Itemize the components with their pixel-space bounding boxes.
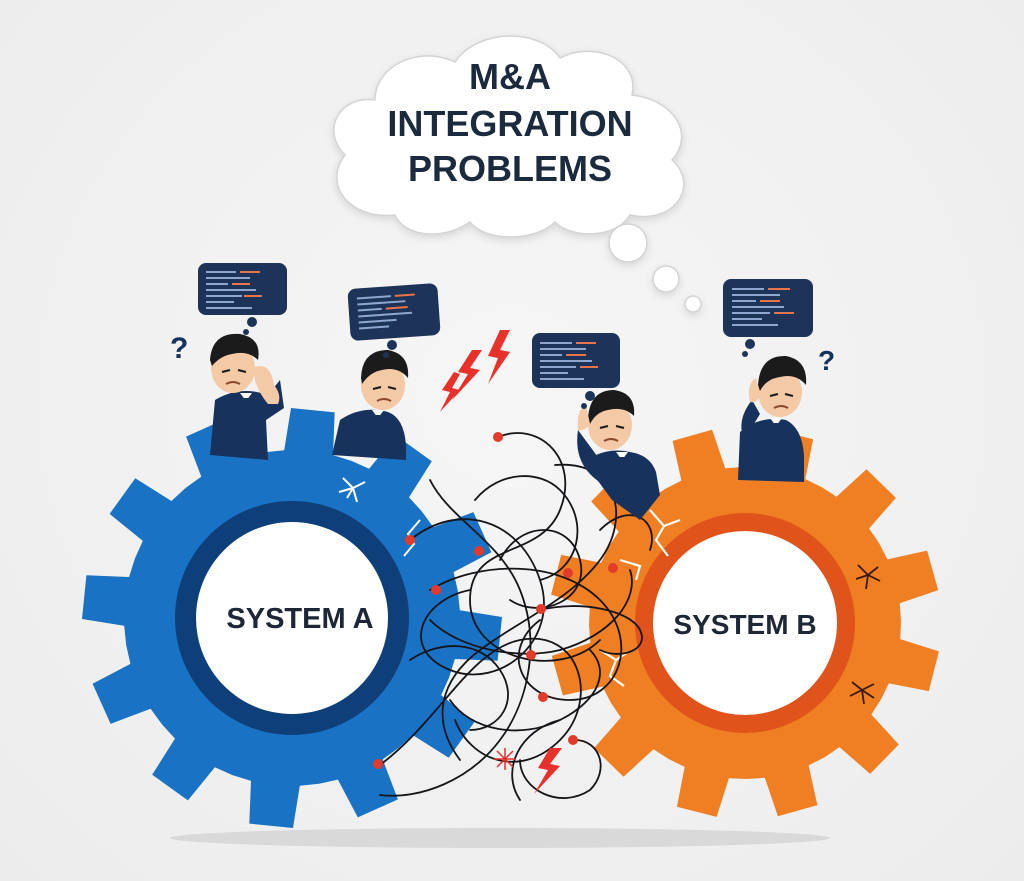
gear-b-hub [653, 531, 837, 715]
person-confused-3 [532, 333, 660, 520]
question-mark-icon: ? [818, 345, 835, 376]
thought-dot-small [684, 295, 702, 313]
title-line-3: PROBLEMS [408, 148, 612, 189]
code-bubble-icon [723, 279, 813, 357]
system-b-label: SYSTEM B [673, 609, 816, 640]
lightning-icon [440, 330, 562, 794]
person-confused-4: ? [723, 279, 835, 482]
title-line-1: M&A [469, 56, 551, 97]
code-bubble-icon [198, 263, 287, 335]
person-confused-2 [332, 283, 441, 460]
thought-dot-large [608, 223, 648, 263]
wire-nodes [373, 432, 618, 769]
thought-dot-mid [652, 265, 680, 293]
code-bubble-icon [532, 333, 620, 409]
code-bubble-icon [347, 283, 441, 358]
system-a-label: SYSTEM A [226, 603, 373, 635]
gear-a-hub [196, 522, 388, 714]
question-mark-icon: ? [170, 332, 188, 365]
spark-icon [494, 748, 516, 770]
ground-shadow [170, 828, 830, 848]
crack-icon [599, 509, 681, 687]
gear-system-a: SYSTEM A [82, 408, 502, 828]
crack-icon [849, 564, 881, 705]
person-confused-1: ? [170, 263, 287, 460]
title-line-2: INTEGRATION [387, 103, 632, 144]
thought-cloud: M&A INTEGRATION PROBLEMS [333, 35, 702, 313]
